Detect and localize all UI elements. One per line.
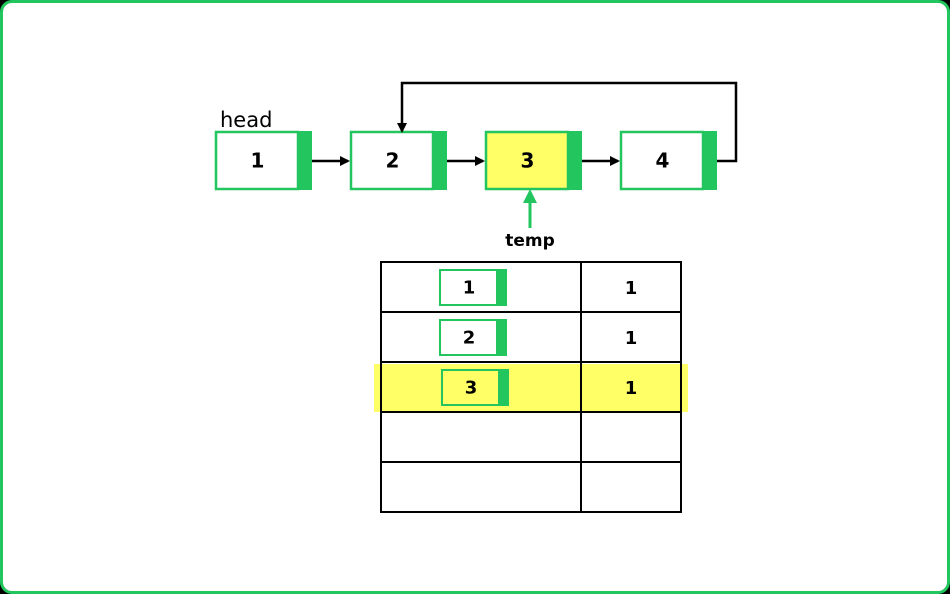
table-node-box <box>439 269 498 306</box>
table-count-cell <box>580 461 682 513</box>
table-count-value: 1 <box>625 278 638 299</box>
node-value: 2 <box>386 149 400 173</box>
temp-label: temp <box>505 231 555 251</box>
cycle-arrow-4-to-2 <box>397 81 738 163</box>
list-node-2: 2 <box>349 130 447 191</box>
table-node-box <box>439 319 498 356</box>
node-next-pointer <box>703 131 717 190</box>
node-data-box <box>214 130 300 191</box>
table-node-pointer <box>497 319 507 356</box>
table-node-pointer <box>497 269 507 306</box>
table-key-cell <box>380 461 582 513</box>
head-label: head <box>220 108 272 132</box>
node-next-pointer <box>433 131 447 190</box>
node-value: 3 <box>521 149 535 173</box>
node-value: 4 <box>656 149 670 173</box>
node-data-box <box>619 130 705 191</box>
list-node-1: 1 <box>214 130 312 191</box>
table-count-value: 1 <box>625 328 638 349</box>
list-node-4: 4 <box>619 130 717 191</box>
table-count-value: 1 <box>625 378 638 399</box>
table-node-value: 3 <box>465 378 478 399</box>
table-row <box>380 461 682 513</box>
node-data-box <box>349 130 435 191</box>
table-node-value: 1 <box>463 278 476 299</box>
table-node-pointer <box>499 369 509 406</box>
list-nodes: 1 2 3 4 <box>214 130 717 191</box>
table-node-value: 2 <box>463 328 476 349</box>
row-highlight <box>374 364 688 412</box>
node-value: 1 <box>251 149 265 173</box>
node-next-pointer <box>298 131 312 190</box>
list-node-3: 3 <box>484 130 582 191</box>
node-next-pointer <box>568 131 582 190</box>
table-key-cell <box>380 411 582 463</box>
table-row <box>380 411 682 463</box>
table-count-cell <box>580 411 682 463</box>
